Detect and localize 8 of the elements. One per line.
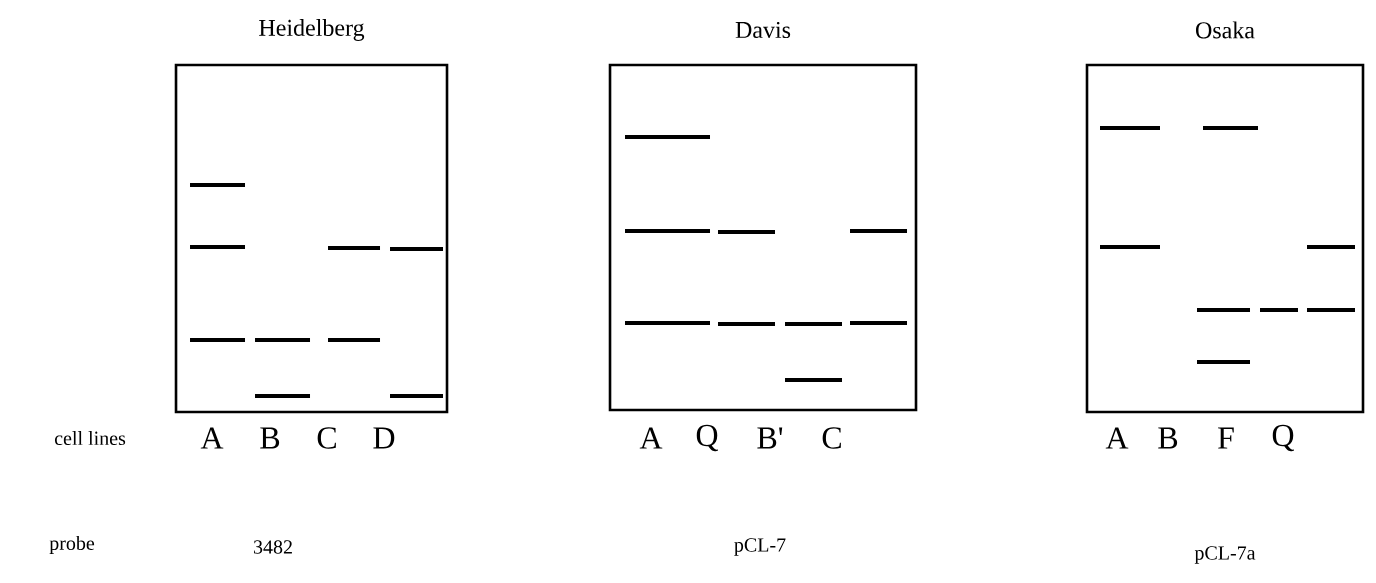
probe-name: 3482: [253, 540, 292, 554]
probe-name: pCL-7: [734, 538, 786, 556]
row-label: probe: [49, 535, 95, 555]
row-label: cell lines: [54, 430, 126, 445]
panel-title: Heidelberg: [259, 19, 365, 41]
panel-title: Davis: [735, 21, 791, 39]
probe-name: pCL-7a: [1194, 546, 1256, 564]
panel-title: Osaka: [1196, 21, 1255, 39]
